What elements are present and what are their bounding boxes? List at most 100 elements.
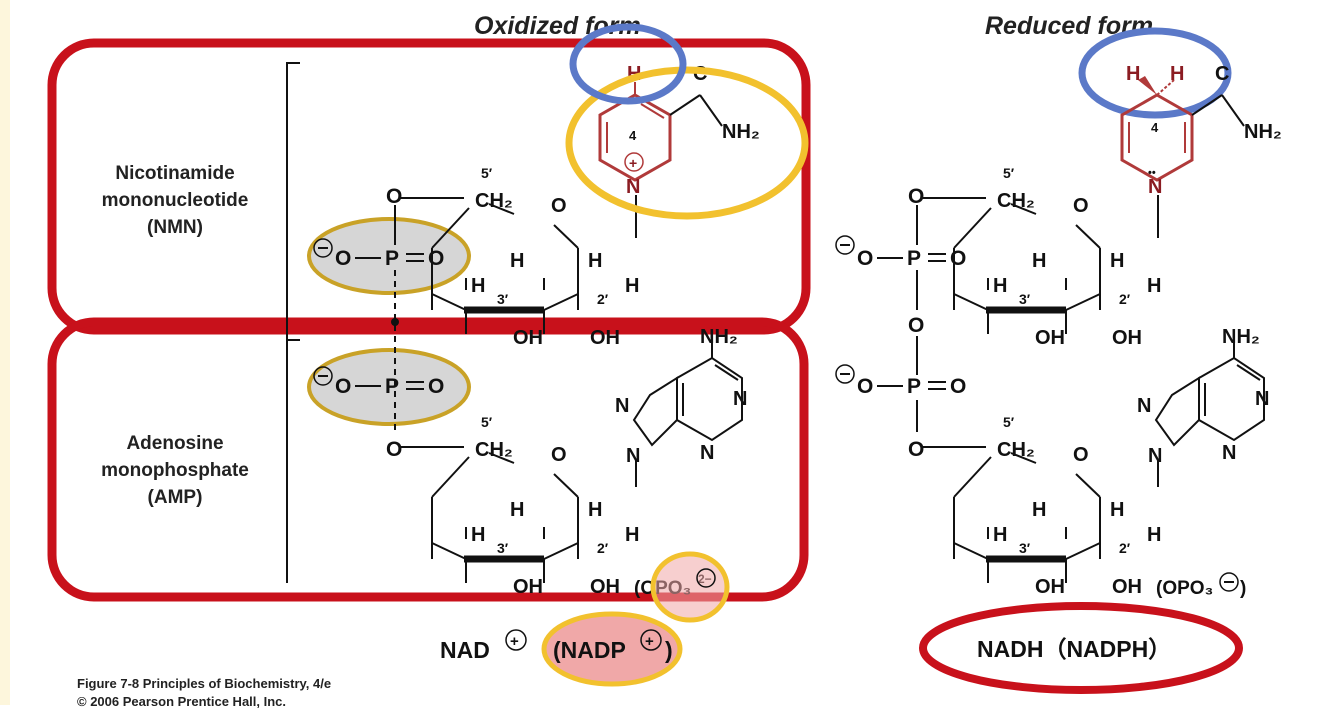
svg-text:H: H: [1110, 499, 1124, 521]
phosphate-atoms-reduced: O O P O O O P O O: [857, 185, 966, 461]
ribose-nmn-atoms-oxidized: CH₂ 5′ O H H H H 3′ 2′ OH OH: [471, 165, 639, 349]
adenine-ring-oxidized: [632, 340, 743, 487]
ribose-amp-oxidized: [399, 447, 578, 583]
svg-text:O: O: [335, 247, 351, 270]
svg-text:H: H: [471, 524, 485, 546]
phosphate-chain-oxidized: [313, 205, 424, 430]
svg-text:H: H: [588, 499, 602, 521]
svg-text:O: O: [428, 247, 444, 270]
svg-text:H: H: [993, 275, 1007, 297]
svg-text:OH: OH: [590, 576, 620, 598]
svg-text:O: O: [551, 444, 567, 466]
nicotinamide-ring-oxidized: [598, 82, 723, 238]
svg-text:N: N: [1148, 445, 1162, 467]
label-amp-line1: Adenosine: [126, 433, 224, 454]
svg-text:C: C: [1215, 63, 1229, 85]
svg-text:5′: 5′: [481, 414, 493, 430]
highlight-nicotinamide-yellow: [565, 66, 809, 220]
svg-text:OH: OH: [1112, 576, 1142, 598]
ribose-amp-atoms-oxidized: CH₂ 5′ O H H H H 3′ 2′ OH OH: [471, 414, 639, 598]
label-nad: NAD: [440, 637, 490, 663]
adenine-atoms-oxidized: NH₂ N N N N: [615, 326, 747, 467]
svg-text:H: H: [625, 275, 639, 297]
svg-text:N: N: [1222, 442, 1236, 464]
svg-text:NH₂: NH₂: [700, 326, 738, 348]
svg-text:NH₂: NH₂: [1244, 121, 1282, 143]
svg-text:3′: 3′: [497, 291, 509, 307]
charge-circles-reduced: [835, 235, 855, 384]
svg-text:NH₂: NH₂: [1222, 326, 1260, 348]
highlight-box-nmn: [47, 38, 811, 335]
svg-text:H: H: [1032, 499, 1046, 521]
svg-text:O: O: [386, 438, 402, 461]
charge-circle-nad: [505, 629, 527, 651]
figure-copyright: © 2006 Pearson Prentice Hall, Inc.: [77, 694, 287, 709]
svg-text:3′: 3′: [1019, 540, 1031, 556]
svg-text:P: P: [385, 375, 399, 398]
charge-circle-2prime: [696, 568, 716, 588]
svg-text:4: 4: [629, 128, 637, 143]
svg-text:O: O: [857, 247, 873, 270]
svg-text:N: N: [626, 176, 640, 198]
svg-text:OH: OH: [1035, 327, 1065, 349]
highlight-box-amp: [47, 317, 809, 602]
ribose-amp-reduced: [921, 447, 1100, 583]
phosphate-highlight-upper: [307, 217, 471, 295]
svg-text:O: O: [428, 375, 444, 398]
svg-text:O: O: [857, 375, 873, 398]
svg-text:N: N: [1255, 388, 1269, 410]
svg-text:O: O: [1073, 195, 1089, 217]
ribose-nmn-reduced: [921, 198, 1100, 334]
svg-text:P: P: [907, 375, 921, 398]
svg-text:+: +: [629, 155, 637, 171]
svg-text:••: ••: [1148, 167, 1156, 179]
svg-text:H: H: [1147, 275, 1161, 297]
svg-text:(OPO₃: (OPO₃: [1156, 578, 1213, 599]
svg-text:O: O: [950, 247, 966, 270]
svg-text:P: P: [385, 247, 399, 270]
svg-text:2′: 2′: [1119, 540, 1131, 556]
label-amp-line3: (AMP): [147, 487, 203, 508]
svg-text:OH: OH: [590, 327, 620, 349]
svg-text:N: N: [626, 445, 640, 467]
phosphate-highlight-lower: [307, 348, 471, 426]
svg-text:O: O: [908, 314, 924, 337]
svg-text:H: H: [1170, 63, 1184, 85]
adenine-ring-reduced: [1154, 340, 1265, 487]
highlight-c4-hydrogen-oxidized: [569, 23, 687, 105]
label-nmn: Nicotinamide mononucleotide (NMN): [70, 160, 280, 241]
label-amp: Adenosine monophosphate (AMP): [70, 430, 280, 511]
svg-text:NH₂: NH₂: [722, 121, 760, 143]
svg-text:5′: 5′: [1003, 414, 1015, 430]
label-nadp-close: ): [665, 637, 673, 663]
label-nmn-line2: mononucleotide: [101, 190, 249, 211]
adenine-atoms-reduced: NH₂ N N N N: [1137, 326, 1269, 467]
svg-text:5′: 5′: [1003, 165, 1015, 181]
svg-text:H: H: [625, 524, 639, 546]
page-edge-strip: [0, 0, 10, 705]
svg-text:CH₂: CH₂: [997, 439, 1035, 461]
label-amp-line2: monophosphate: [101, 460, 249, 481]
label-nadh: NADH（NADPH）: [977, 636, 1171, 662]
svg-text:): ): [1240, 578, 1246, 599]
svg-text:O: O: [950, 375, 966, 398]
svg-text:CH₂: CH₂: [997, 190, 1035, 212]
svg-text:N: N: [700, 442, 714, 464]
label-nmn-line3: (NMN): [147, 217, 203, 238]
svg-text:H: H: [588, 250, 602, 272]
svg-text:P: P: [907, 247, 921, 270]
ribose-nmn-atoms-reduced: CH₂ 5′ O H H H H 3′ 2′ OH OH: [993, 165, 1161, 349]
label-nadp-plus: +: [645, 633, 654, 650]
svg-text:3′: 3′: [497, 540, 509, 556]
label-nadp: (NADP: [553, 637, 626, 663]
svg-text:H: H: [510, 499, 524, 521]
svg-text:O: O: [908, 438, 924, 461]
highlight-c4-hydrogens-reduced: [1078, 27, 1232, 119]
svg-text:N: N: [733, 388, 747, 410]
svg-text:H: H: [1032, 250, 1046, 272]
figure-caption: Figure 7-8 Principles of Biochemistry, 4…: [77, 676, 332, 691]
ribose-amp-atoms-reduced: CH₂ 5′ O H H H H 3′ 2′ OH OH: [993, 414, 1161, 598]
svg-text:H: H: [1110, 250, 1124, 272]
svg-text:N: N: [1137, 395, 1151, 417]
